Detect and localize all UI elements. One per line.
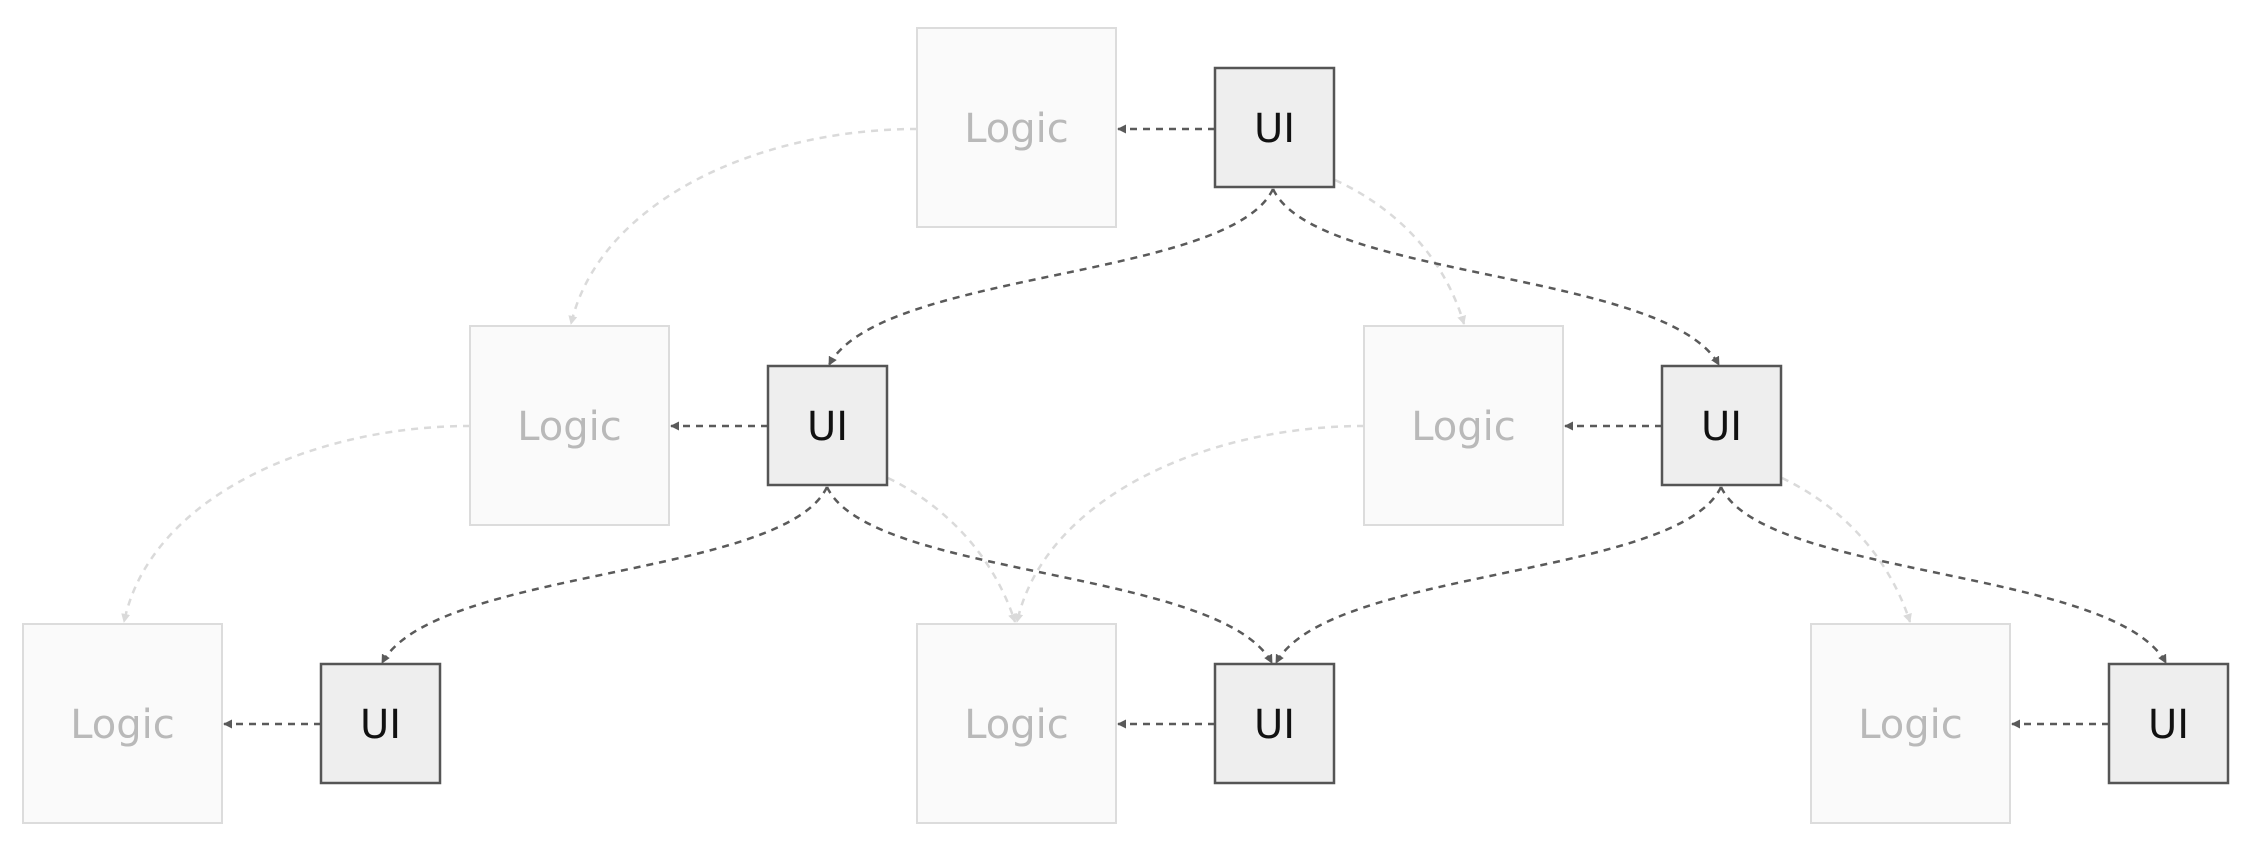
ui-node-3[interactable]: UI	[1660, 364, 1783, 487]
logic-node-label: Logic	[70, 702, 175, 748]
edge-logic-3-to-logic-5	[1014, 424, 1365, 623]
logic-nodes: Logic Logic Logic Logic Logic Logic	[22, 27, 2011, 824]
logic-node-label: Logic	[1858, 702, 1963, 748]
logic-node-label: Logic	[517, 404, 622, 450]
ui-node-label: UI	[1254, 106, 1295, 152]
logic-node-label: Logic	[964, 702, 1069, 748]
edge-logic-1-to-logic-2	[568, 127, 918, 325]
logic-node-label: Logic	[964, 106, 1069, 152]
logic-node-1[interactable]: Logic	[916, 27, 1117, 228]
dark-edges	[223, 124, 2168, 729]
logic-node-3[interactable]: Logic	[1363, 325, 1564, 526]
ui-node-label: UI	[2148, 702, 2189, 748]
edge-ui-2-to-logic-5	[887, 476, 1017, 623]
ui-node-label: UI	[807, 404, 848, 450]
ui-node-4[interactable]: UI	[319, 662, 442, 785]
ui-node-1[interactable]: UI	[1213, 66, 1336, 189]
ui-node-label: UI	[1701, 404, 1742, 450]
logic-node-4[interactable]: Logic	[22, 623, 223, 824]
logic-node-2[interactable]: Logic	[469, 325, 670, 526]
edge-ui-1-to-logic-3	[1334, 178, 1467, 325]
light-edges	[121, 127, 1912, 623]
ui-node-5[interactable]: UI	[1213, 662, 1336, 785]
edge-ui-3-to-logic-6	[1781, 476, 1912, 623]
ui-node-2[interactable]: UI	[766, 364, 889, 487]
ui-nodes: UI UI UI UI UI UI	[319, 66, 2230, 785]
ui-node-6[interactable]: UI	[2107, 662, 2230, 785]
edge-logic-2-to-logic-4	[121, 424, 471, 623]
ui-node-label: UI	[1254, 702, 1295, 748]
logic-node-6[interactable]: Logic	[1810, 623, 2011, 824]
logic-node-label: Logic	[1411, 404, 1516, 450]
logic-node-5[interactable]: Logic	[916, 623, 1117, 824]
ui-node-label: UI	[360, 702, 401, 748]
